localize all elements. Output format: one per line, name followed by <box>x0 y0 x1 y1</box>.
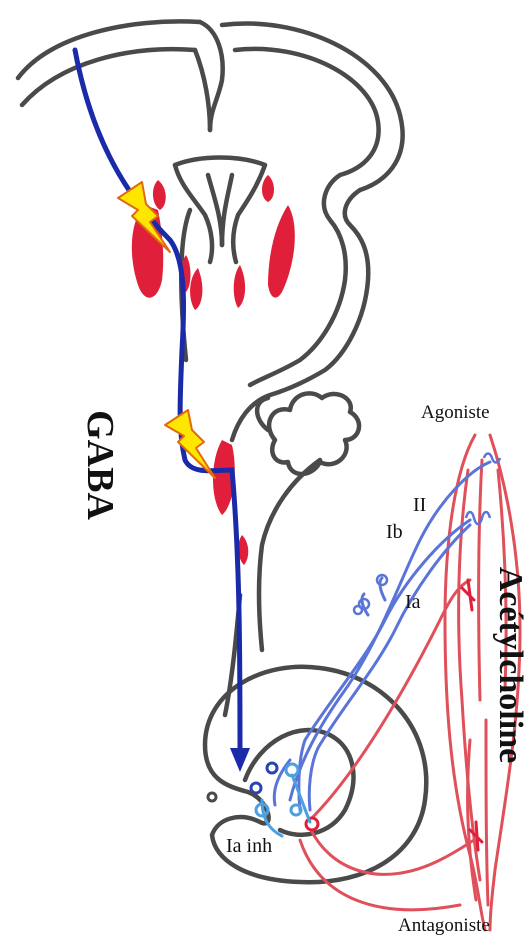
dorsal-synapses <box>251 763 277 793</box>
ganglion-3 <box>354 606 362 614</box>
nucleus-center-right <box>234 265 245 308</box>
central-canal <box>208 793 216 801</box>
brainstem-right-descend <box>259 460 320 650</box>
left-hemisphere-inner <box>22 49 195 105</box>
motor-axon-antagonist <box>310 828 474 874</box>
ventricle-center-2 <box>222 175 232 245</box>
nucleus-left-small <box>153 180 166 210</box>
label-fiber-ii: II <box>413 494 426 517</box>
label-ia-inh: Ia inh <box>226 835 272 858</box>
nucleus-center-left <box>190 268 202 310</box>
synapse-markers <box>118 182 215 478</box>
nucleus-right-large <box>268 205 295 298</box>
pons-hook <box>257 398 268 430</box>
label-fiber-ib: Ib <box>386 521 403 544</box>
brainstem-right-inner <box>250 175 346 385</box>
right-hemisphere-inner <box>235 49 379 175</box>
midline-fissure <box>195 50 210 130</box>
neuromuscular-junctions <box>306 580 482 850</box>
label-gaba: GABA <box>75 405 125 525</box>
interneuron-soma-3 <box>291 805 301 815</box>
synapse-2 <box>251 783 261 793</box>
label-antagoniste: Antagoniste <box>398 915 490 937</box>
synapse-1 <box>267 763 277 773</box>
label-fiber-ia: Ia <box>405 591 421 614</box>
label-acetylcholine: Acétylcholine <box>485 495 530 835</box>
label-agoniste: Agoniste <box>421 402 490 424</box>
afferent-branch-a <box>380 578 385 600</box>
nucleus-right-small <box>262 175 274 202</box>
muscle-fiber-2 <box>479 460 482 700</box>
tract-arrowhead <box>230 748 250 772</box>
